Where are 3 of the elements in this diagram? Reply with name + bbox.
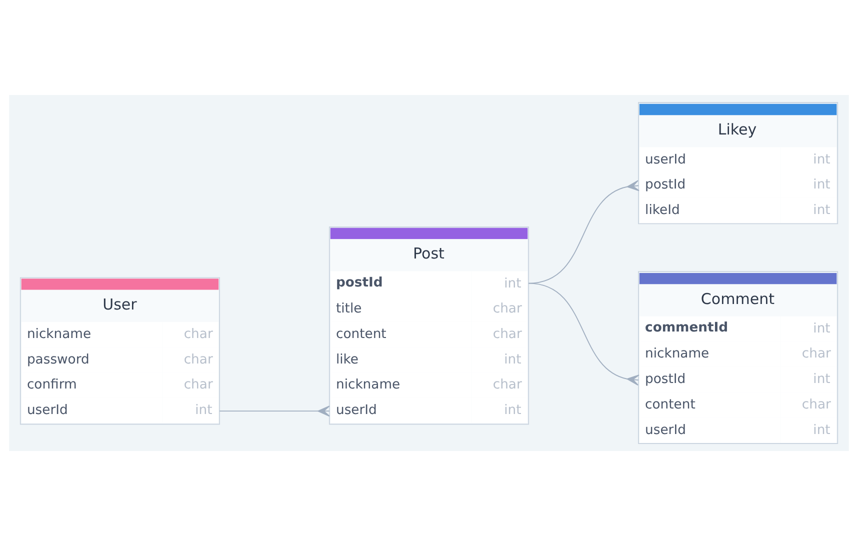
connector [528,180,640,284]
connector [528,282,640,386]
connector [219,405,330,416]
